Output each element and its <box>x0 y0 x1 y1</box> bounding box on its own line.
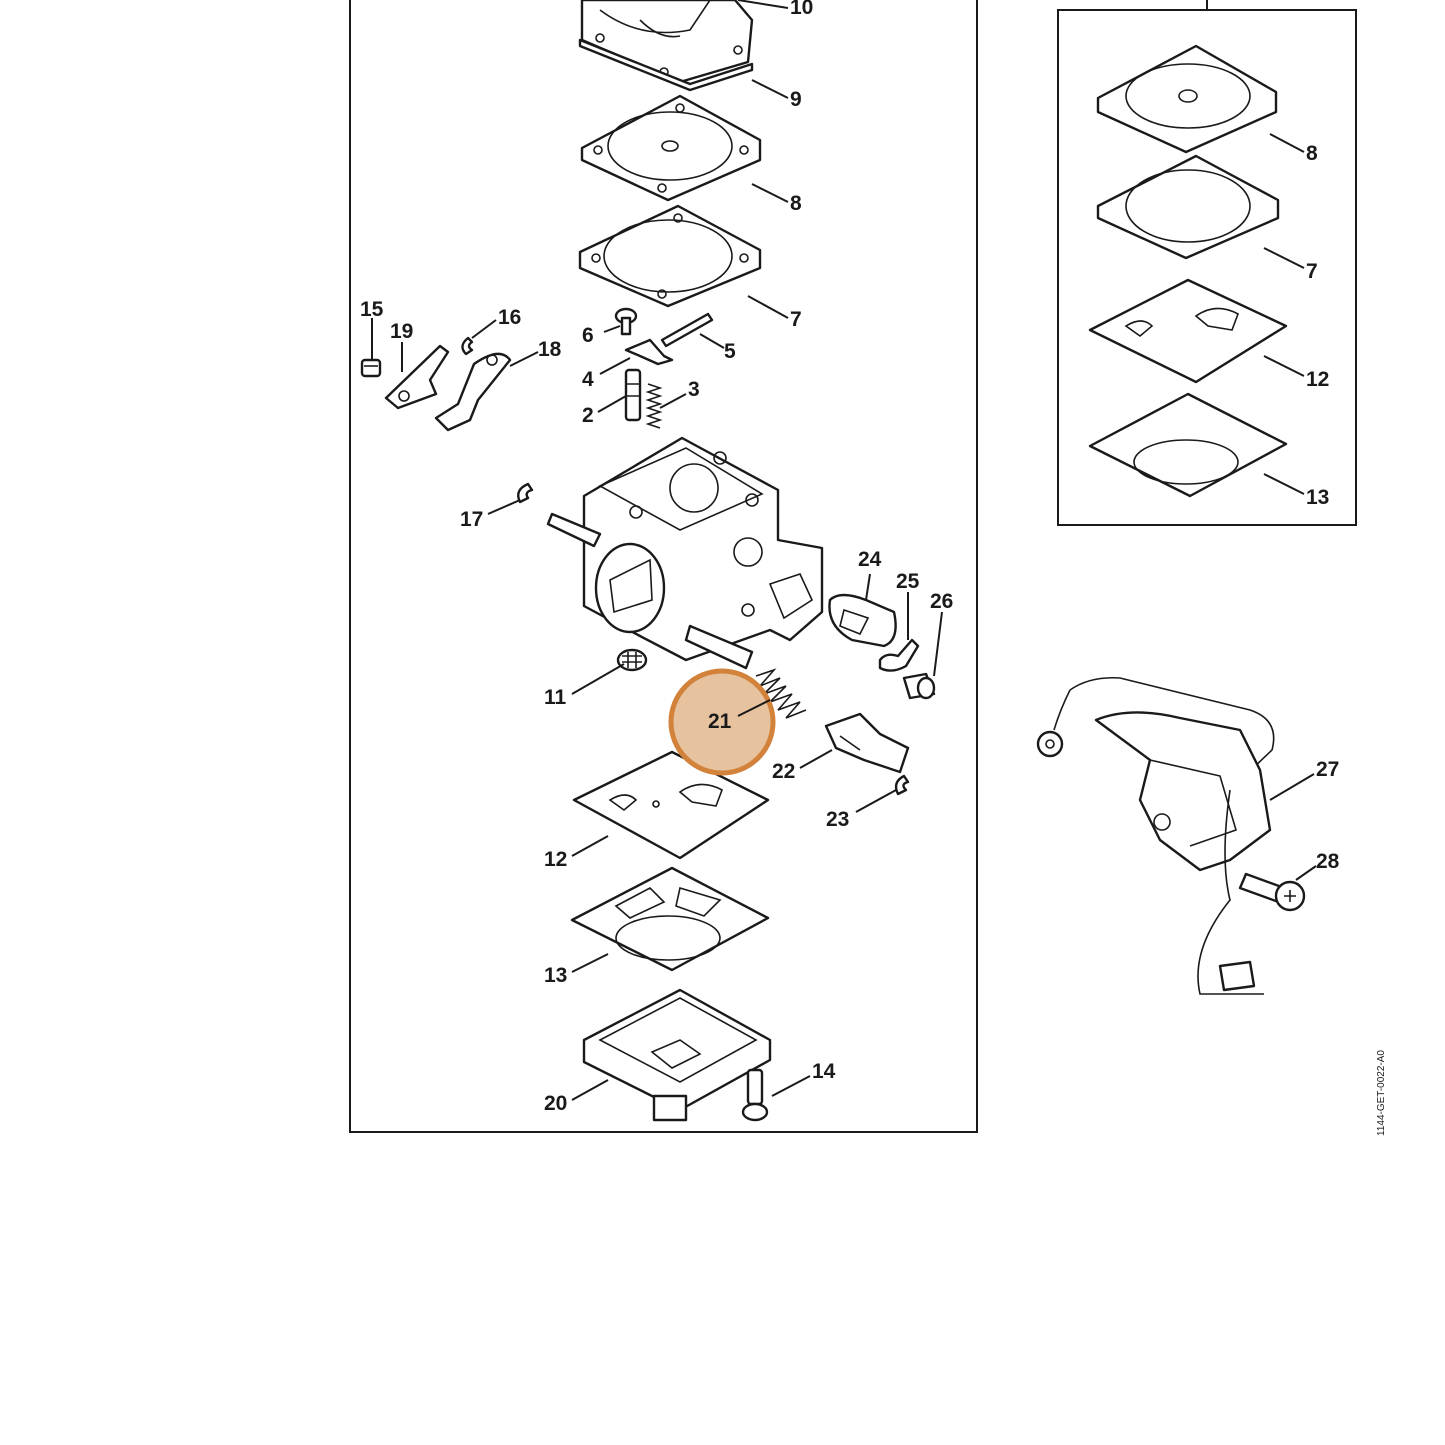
main-frame <box>349 0 978 1133</box>
part-9-gasket[interactable] <box>578 38 754 92</box>
callout-25[interactable]: 25 <box>896 570 920 593</box>
part-25-clip[interactable] <box>878 638 920 672</box>
callout-11[interactable]: 11 <box>544 686 567 709</box>
part-24-fitting[interactable] <box>828 593 897 648</box>
carburetor-body[interactable] <box>546 436 824 670</box>
inset-callout-13[interactable]: 13 <box>1306 486 1329 509</box>
inset-part-12-gasket[interactable] <box>1088 278 1288 384</box>
part-17-clip[interactable] <box>517 482 534 504</box>
callout-19[interactable]: 19 <box>390 320 413 343</box>
callout-24[interactable]: 24 <box>858 548 882 571</box>
callout-13[interactable]: 13 <box>544 964 567 987</box>
part-6-screw[interactable] <box>614 307 638 336</box>
callout-20[interactable]: 20 <box>544 1092 567 1115</box>
callout-2[interactable]: 2 <box>582 404 594 427</box>
part-4-lever[interactable] <box>624 338 674 366</box>
part-16-clip[interactable] <box>461 336 474 356</box>
part-26-screw[interactable] <box>902 672 936 700</box>
callout-21[interactable]: 21 <box>708 710 732 733</box>
part-21-spring[interactable] <box>755 668 807 719</box>
part-10-cover[interactable] <box>580 0 754 84</box>
inset-part-13-gasket[interactable] <box>1088 392 1288 498</box>
callout-22[interactable]: 22 <box>772 760 795 783</box>
document-id: 1144-GET-0022-A0 <box>1376 1050 1387 1136</box>
callout-7[interactable]: 7 <box>790 308 802 331</box>
callout-27[interactable]: 27 <box>1316 758 1339 781</box>
inset-callout-7[interactable]: 7 <box>1306 260 1318 283</box>
part-5-pin[interactable] <box>660 312 714 348</box>
part-11-screen[interactable] <box>616 648 648 672</box>
part-3-spring[interactable] <box>645 383 663 429</box>
part-2-needle[interactable] <box>624 368 642 422</box>
callout-labels: 10 9 8 7 5 6 4 3 2 15 19 16 18 17 24 25 … <box>360 0 1340 1115</box>
callout-28[interactable]: 28 <box>1316 850 1340 873</box>
part-27-harness[interactable] <box>1036 676 1275 995</box>
part-8-diaphragm[interactable] <box>580 94 762 202</box>
part-18-lever[interactable] <box>434 352 512 432</box>
part-13-gasket[interactable] <box>570 866 770 972</box>
callout-5[interactable]: 5 <box>724 340 736 363</box>
callout-10[interactable]: 10 <box>790 0 813 19</box>
callout-17[interactable]: 17 <box>460 508 483 531</box>
part-22-knob[interactable] <box>824 712 910 774</box>
part-15-screw[interactable] <box>360 358 382 378</box>
callout-16[interactable]: 16 <box>498 306 521 329</box>
part-7-gasket[interactable] <box>578 204 762 308</box>
part-28-screw[interactable] <box>1238 872 1306 912</box>
callout-15[interactable]: 15 <box>360 298 384 321</box>
part-19-lever[interactable] <box>384 344 450 410</box>
callout-9[interactable]: 9 <box>790 88 802 111</box>
callout-26[interactable]: 26 <box>930 590 953 613</box>
callout-23[interactable]: 23 <box>826 808 849 831</box>
inset-part-7-gasket[interactable] <box>1096 154 1280 260</box>
callout-14[interactable]: 14 <box>812 1060 836 1083</box>
callout-18[interactable]: 18 <box>538 338 562 361</box>
part-23-clip[interactable] <box>894 774 910 796</box>
callout-6[interactable]: 6 <box>582 324 594 347</box>
callout-4[interactable]: 4 <box>582 368 594 391</box>
inset-callout-8[interactable]: 8 <box>1306 142 1318 165</box>
part-12-gasket[interactable] <box>572 750 770 860</box>
highlight-marker <box>668 668 776 776</box>
inset-part-8-diaphragm[interactable] <box>1096 44 1278 154</box>
callout-12[interactable]: 12 <box>544 848 567 871</box>
callout-8[interactable]: 8 <box>790 192 802 215</box>
callout-3[interactable]: 3 <box>688 378 700 401</box>
leader-lines <box>371 0 1317 1101</box>
part-14-screw[interactable] <box>741 1068 769 1122</box>
part-20-cover[interactable] <box>582 988 772 1122</box>
inset-callout-12[interactable]: 12 <box>1306 368 1329 391</box>
